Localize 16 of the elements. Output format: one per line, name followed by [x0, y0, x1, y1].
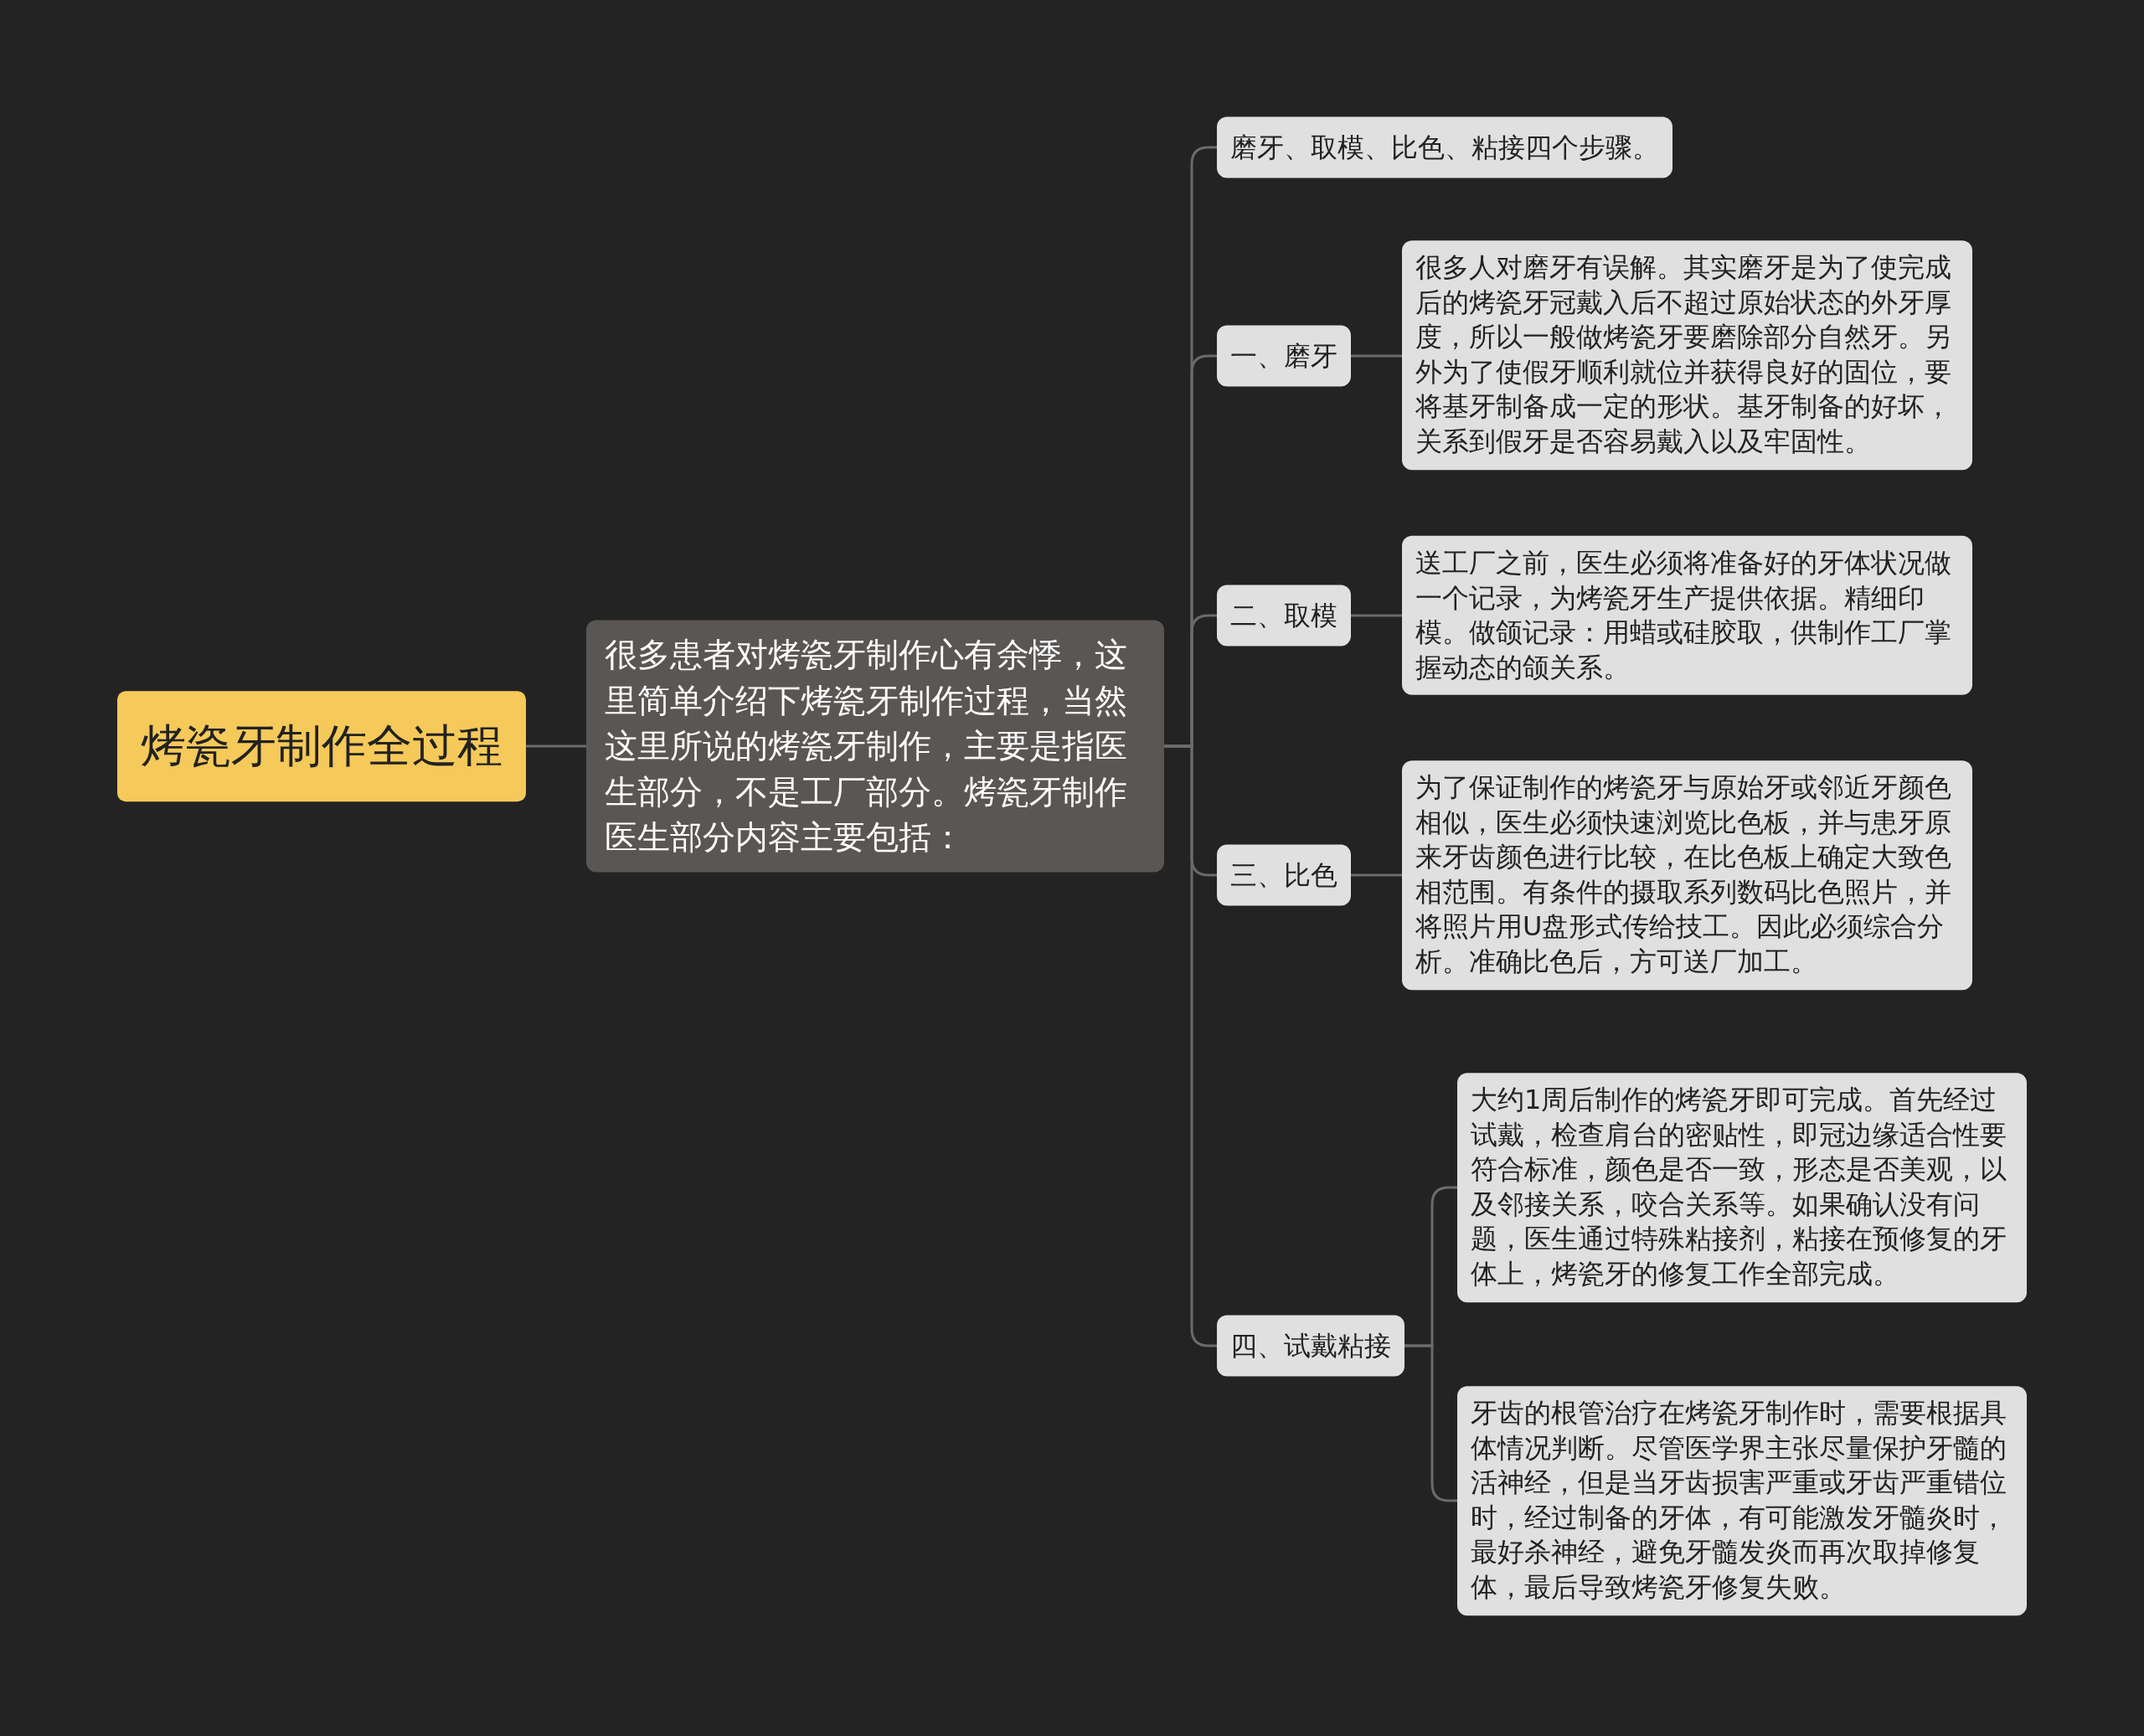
detail-topic: 牙齿的根管治疗在烤瓷牙制作时，需要根据具体情况判断。尽管医学界主张尽量保护牙髓的活神经，但是当牙齿损害严重或牙齿严重错位时，经过制备的牙体，有可能激发牙髓炎时，最好杀神经，避免牙髓发炎而再次取掉修复体，最后导致烤瓷牙修复失败。 — [1457, 1386, 2027, 1615]
connector-line — [1351, 614, 1402, 617]
intro-topic: 很多患者对烤瓷牙制作心有余悸，这里简单介绍下烤瓷牙制作过程，当然这里所说的烤瓷牙制作，主要是指医生部分，不是工厂部分。烤瓷牙制作医生部分内容主要包括： — [586, 620, 1164, 873]
connector-line — [1351, 354, 1402, 358]
connector-line — [1351, 873, 1402, 877]
detail-topic: 很多人对磨牙有误解。其实磨牙是为了使完成后的烤瓷牙冠戴入后不超过原始状态的外牙厚度，所以一般做烤瓷牙要磨除部分自然牙。另外为了使假牙顺利就位并获得良好的固位，要将基牙制备成一定的形状。基牙制备的好坏，关系到假牙是否容易戴入以及牢固性。 — [1402, 240, 1972, 470]
detail-topic: 大约1周后制作的烤瓷牙即可完成。首先经过试戴，检查肩台的密贴性，即冠边缘适合性要符合标准，颜色是否一致，形态是否美观，以及邻接关系，咬合关系等。如果确认没有问题，医生通过特殊粘接剂，粘接在预修复的牙体上，烤瓷牙的修复工作全部完成。 — [1457, 1073, 2027, 1302]
step-topic: 二、取模 — [1217, 585, 1351, 646]
root-topic: 烤瓷牙制作全过程 — [117, 691, 526, 801]
step-topic: 三、比色 — [1217, 844, 1351, 906]
step-topic: 四、试戴粘接 — [1217, 1315, 1404, 1377]
detail-topic: 送工厂之前，医生必须将准备好的牙体状况做一个记录，为烤瓷牙生产提供依据。精细印模。做颌记录：用蜡或硅胶取，供制作工厂掌握动态的颌关系。 — [1402, 535, 1972, 696]
connector-line — [526, 744, 586, 748]
step-topic: 磨牙、取模、比色、粘接四个步骤。 — [1217, 116, 1672, 178]
step-topic: 一、磨牙 — [1217, 325, 1351, 387]
detail-topic: 为了保证制作的烤瓷牙与原始牙或邻近牙颜色相似，医生必须快速浏览比色板，并与患牙原来牙齿颜色进行比较，在比色板上确定大致色相范围。有条件的摄取系列数码比色照片，并将照片用U盘形式传给技工。因此必须综合分析。准确比色后，方可送厂加工。 — [1402, 760, 1972, 990]
